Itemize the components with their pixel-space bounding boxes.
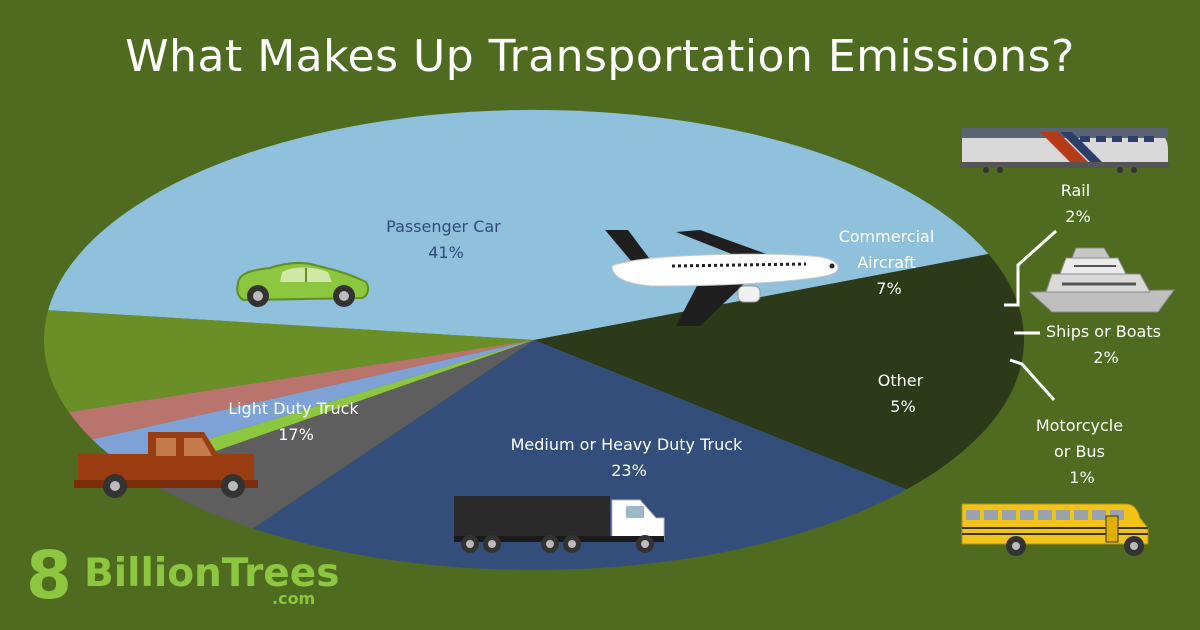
logo-name: BillionTrees <box>84 551 339 596</box>
semi-truck-icon <box>454 496 665 553</box>
slice-labels: Passenger Car 41% Commercial Aircraft 7%… <box>228 181 1166 487</box>
pie-slice-motorcycle-or-bus <box>122 340 535 478</box>
brand-logo: 8 BillionTrees .com <box>26 537 339 614</box>
school-bus-icon <box>961 503 1149 556</box>
light-duty-truck-label: Light Duty Truck 17% <box>228 399 364 444</box>
pickup-truck-icon <box>74 432 258 498</box>
rail-leader-line <box>1004 229 1058 307</box>
leader-lines <box>1004 229 1058 401</box>
other-label: Other 5% <box>878 371 929 416</box>
train-icon <box>960 128 1170 173</box>
motorcycle-leader-line <box>1009 358 1056 401</box>
rail-label: Rail 2% <box>1061 181 1096 226</box>
pie-slice-light-duty-truck <box>534 254 1025 490</box>
logo-digit: 8 <box>26 537 72 614</box>
pie-slice-medium-heavy-truck <box>253 340 907 570</box>
car-icon <box>236 261 370 307</box>
medium-heavy-truck-label: Medium or Heavy Duty Truck 23% <box>511 435 748 480</box>
logo-domain: .com <box>272 589 315 608</box>
passenger-car-label: Passenger Car 41% <box>386 217 506 262</box>
boat-icon <box>1028 247 1175 313</box>
airplane-icon <box>605 230 839 326</box>
pie-slice-commercial-aircraft <box>43 310 535 413</box>
commercial-aircraft-label: Commercial Aircraft 7% <box>839 227 940 298</box>
chart-title: What Makes Up Transportation Emissions? <box>125 31 1075 82</box>
motorcycle-or-bus-label: Motorcycle or Bus 1% <box>1036 416 1128 487</box>
pie-slice-rail <box>68 340 534 440</box>
ships-or-boats-label: Ships or Boats 2% <box>1046 322 1166 367</box>
